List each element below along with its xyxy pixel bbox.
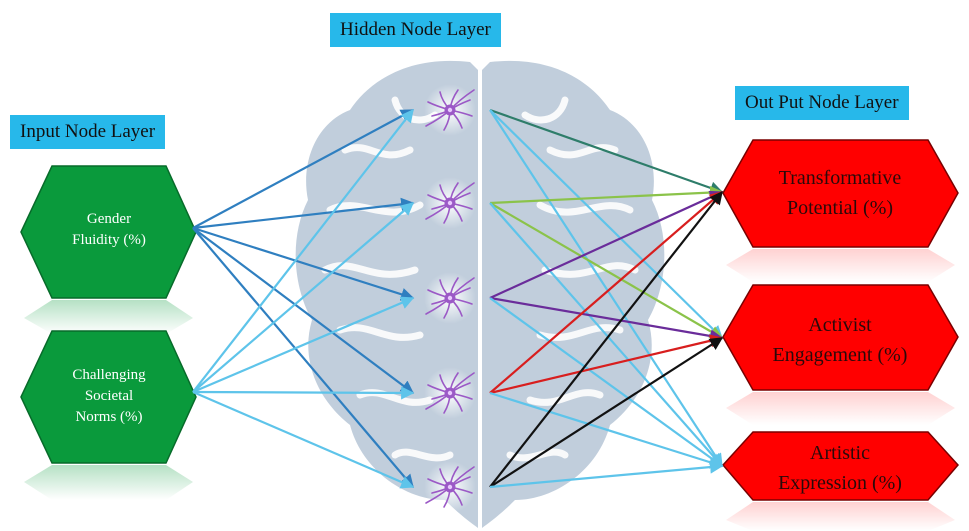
input-label-challenging-norms: Challenging Societal Norms (%) xyxy=(42,365,176,428)
input-layer-label: Input Node Layer xyxy=(10,115,165,149)
output-label-transformative-potential: Transformative Potential (%) xyxy=(745,163,935,223)
hidden-neuron-icon xyxy=(424,84,476,136)
input-label-gender-fluidity: Gender Fluidity (%) xyxy=(42,209,176,251)
output-label-line: Artistic xyxy=(745,438,935,468)
hidden-neuron-icon xyxy=(424,177,476,229)
hidden-neuron-icon xyxy=(424,461,476,513)
input-label-line: Norms (%) xyxy=(42,407,176,428)
input-label-line: Gender xyxy=(42,209,176,230)
hidden-neuron-icon xyxy=(424,272,476,324)
output-layer-label: Out Put Node Layer xyxy=(735,86,909,120)
output-label-line: Engagement (%) xyxy=(745,340,935,370)
input-label-line: Challenging xyxy=(42,365,176,386)
output-label-line: Transformative xyxy=(745,163,935,193)
output-label-line: Expression (%) xyxy=(745,468,935,498)
input-label-line: Societal xyxy=(42,386,176,407)
output-label-line: Potential (%) xyxy=(745,193,935,223)
output-label-artistic-expression: Artistic Expression (%) xyxy=(745,438,935,498)
hidden-neuron-icon xyxy=(424,367,476,419)
edge xyxy=(193,392,413,393)
hidden-layer-label: Hidden Node Layer xyxy=(330,13,501,47)
input-label-line: Fluidity (%) xyxy=(42,230,176,251)
output-label-line: Activist xyxy=(745,310,935,340)
output-label-activist-engagement: Activist Engagement (%) xyxy=(745,310,935,370)
